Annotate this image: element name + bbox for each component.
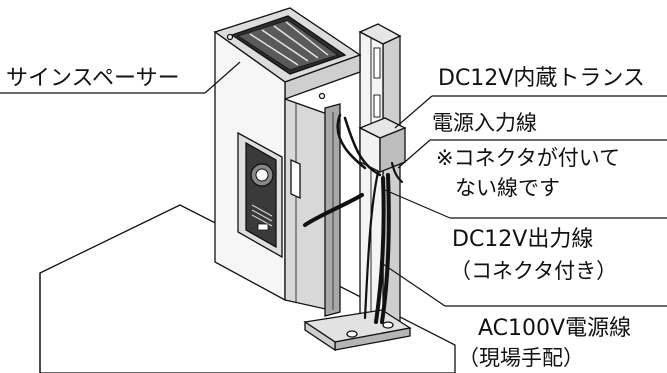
leader-lines [0, 61, 667, 307]
note-line-1: ※コネクタが付いて [436, 146, 621, 170]
intercom-unit [237, 131, 301, 259]
sign-spacer-label: サインスペーサー [6, 66, 180, 91]
spacer-box [213, 7, 362, 317]
note-line-2: ない線です [455, 176, 560, 200]
transformer-label: DC12V内蔵トランス [438, 66, 645, 91]
dc-output-note: （コネクタ付き） [450, 259, 618, 283]
ac-line-note: （現場手配） [458, 346, 584, 370]
power-input-label: 電源入力線 [432, 111, 537, 135]
cables [303, 113, 404, 324]
ac-line-label: AC100V電源線 [478, 316, 632, 341]
dc-output-label: DC12V出力線 [452, 227, 594, 252]
